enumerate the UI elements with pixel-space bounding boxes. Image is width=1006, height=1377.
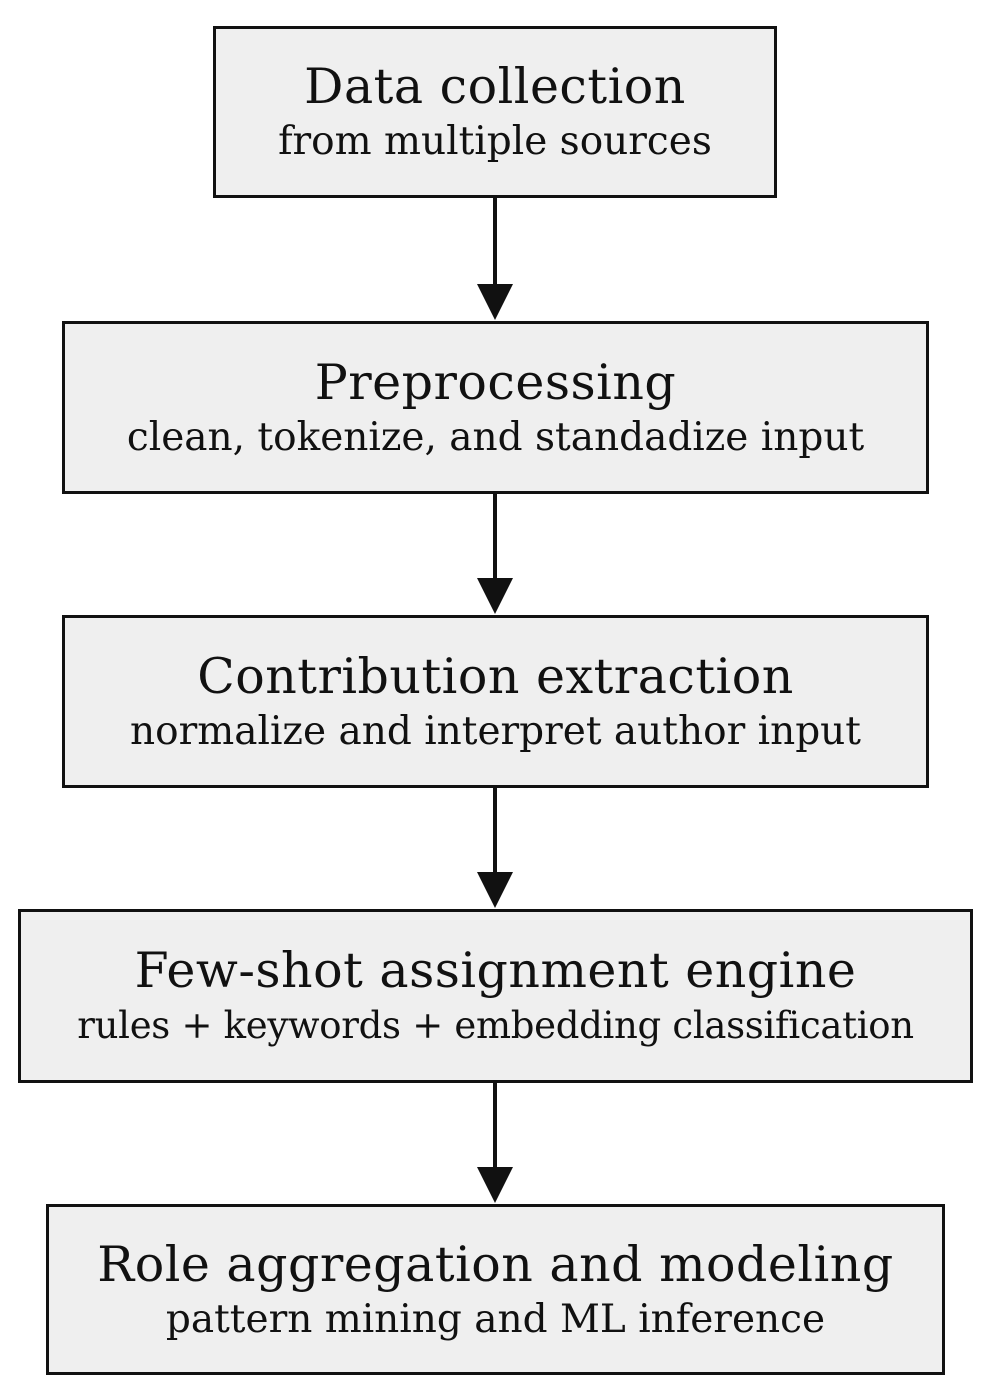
step-title: Few-shot assignment engine bbox=[134, 942, 857, 999]
step-title: Data collection bbox=[304, 58, 686, 115]
step-data-collection: Data collection from multiple sources bbox=[213, 26, 777, 198]
step-preprocessing: Preprocessing clean, tokenize, and stand… bbox=[62, 321, 929, 494]
arrowhead-1-2 bbox=[477, 284, 513, 320]
step-subtitle: pattern mining and ML inference bbox=[165, 1296, 826, 1342]
step-subtitle: rules + keywords + embedding classificat… bbox=[77, 1004, 914, 1047]
step-role-aggregation-and-modeling: Role aggregation and modeling pattern mi… bbox=[46, 1204, 945, 1375]
step-contribution-extraction: Contribution extraction normalize and in… bbox=[62, 615, 929, 788]
step-subtitle: from multiple sources bbox=[278, 119, 712, 164]
step-subtitle: normalize and interpret author input bbox=[130, 708, 861, 754]
arrowhead-3-4 bbox=[477, 872, 513, 908]
step-title: Preprocessing bbox=[314, 353, 677, 411]
step-title: Role aggregation and modeling bbox=[97, 1235, 894, 1293]
step-title: Contribution extraction bbox=[197, 647, 794, 705]
step-subtitle: clean, tokenize, and standadize input bbox=[126, 414, 865, 460]
step-few-shot-assignment-engine: Few-shot assignment engine rules + keywo… bbox=[18, 909, 973, 1083]
arrowhead-2-3 bbox=[477, 578, 513, 614]
arrowhead-4-5 bbox=[477, 1167, 513, 1203]
